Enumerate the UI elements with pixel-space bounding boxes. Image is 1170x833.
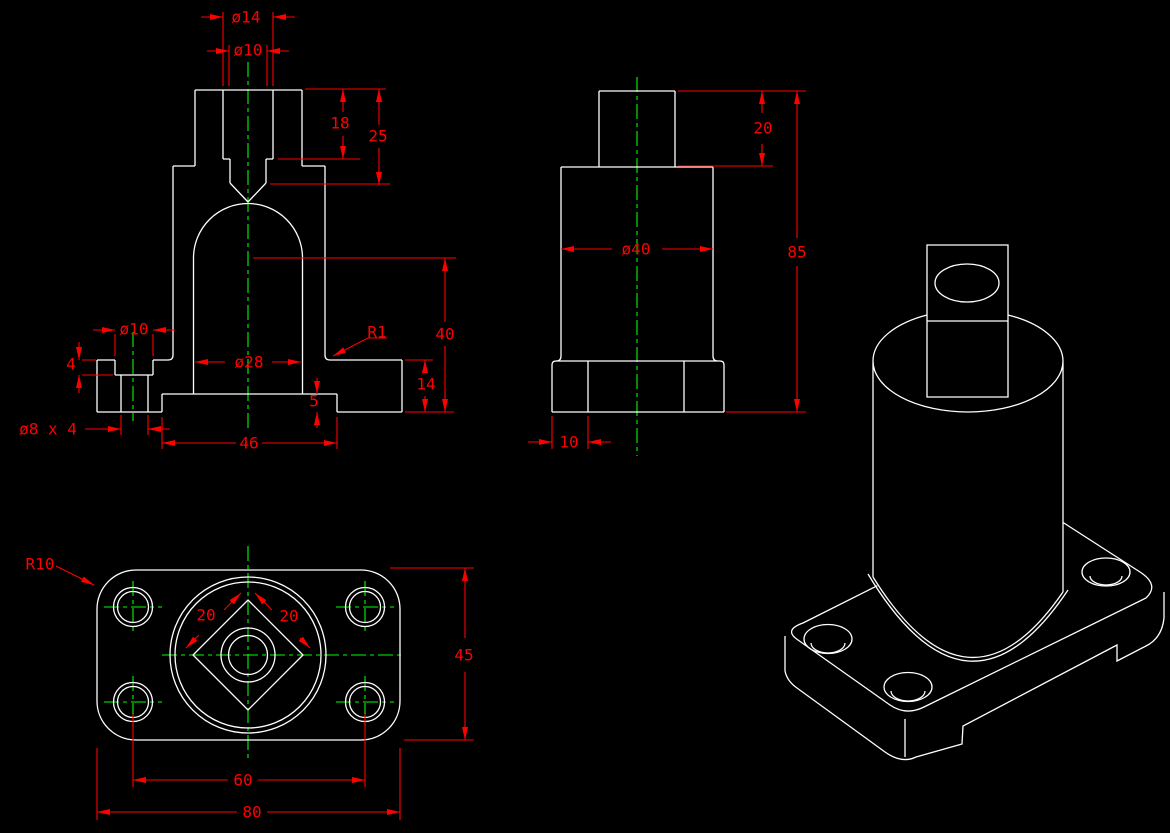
iso-hole-counterbore[interactable] (890, 690, 926, 702)
front-section-view[interactable]: ø14 ø10 18 25 ø10 4 ø8 x 4 ø28 R1 40 14 … (19, 8, 456, 453)
plan-center-hole-outer[interactable] (220, 627, 276, 683)
plan-cylinder-inner-circle[interactable] (174, 581, 322, 729)
leader-r10[interactable] (55, 565, 95, 586)
dim-dia28-label: ø28 (235, 353, 264, 372)
dim-5-label: 5 (309, 392, 319, 411)
dim-60-label: 60 (233, 771, 252, 790)
plan-boss-diamond[interactable] (192, 599, 304, 711)
front-top-hole[interactable] (222, 90, 274, 203)
dim-20R-arrow-top[interactable] (254, 592, 273, 611)
plan-extension-lines[interactable] (96, 567, 474, 820)
iso-hole-counterbore[interactable] (1089, 575, 1123, 586)
side-view[interactable]: 20 85 ø40 10 (528, 77, 807, 456)
dim-85-label: 85 (787, 243, 806, 262)
leader-r1[interactable] (332, 337, 387, 357)
isometric-view[interactable] (784, 244, 1165, 761)
plan-hole-centerlines[interactable] (104, 581, 394, 728)
dim-4-label: 4 (66, 355, 76, 374)
dim-r10-label: R10 (26, 555, 55, 574)
front-dome-bore[interactable] (192, 202, 304, 394)
dim-20s-label: 20 (753, 119, 772, 138)
iso-cylinder-fill (873, 361, 1063, 637)
front-outline[interactable] (96, 89, 403, 413)
iso-hole-outer[interactable] (803, 623, 853, 655)
iso-hole-outer[interactable] (883, 671, 933, 703)
corner-hole-outer[interactable] (112, 586, 154, 628)
dim-40-label: 40 (435, 325, 454, 344)
plan-cylinder-circle[interactable] (169, 576, 327, 734)
iso-flange-bottom-edges[interactable] (784, 592, 1165, 761)
corner-hole-inner[interactable] (348, 590, 382, 624)
dim-25-label: 25 (368, 127, 387, 146)
dim-18-label: 18 (330, 114, 349, 133)
corner-hole-inner[interactable] (116, 590, 150, 624)
plan-center-hole-inner[interactable] (227, 634, 269, 676)
dim-20L-arrow-top[interactable] (223, 592, 242, 611)
dim-r1-label: R1 (367, 323, 386, 342)
iso-boss-hole[interactable] (934, 263, 1000, 303)
dim-45-label: 45 (454, 646, 473, 665)
corner-hole-outer[interactable] (344, 586, 386, 628)
dim-dia40-label: ø40 (622, 240, 651, 259)
iso-cylinder[interactable] (867, 314, 1069, 662)
plan-outline[interactable] (96, 569, 401, 741)
plan-view[interactable]: R10 20 20 45 60 80 (26, 546, 474, 822)
iso-boss[interactable] (926, 244, 1009, 398)
dim-dia14-label: ø14 (232, 8, 261, 27)
dim-dia10cb-label: ø10 (120, 320, 149, 339)
iso-hole-outer[interactable] (1081, 557, 1131, 587)
iso-flange-holes[interactable] (803, 557, 1131, 703)
dim-dia10-label: ø10 (234, 41, 263, 60)
side-outline[interactable] (551, 90, 725, 413)
dim-dia8x4-label: ø8 x 4 (19, 420, 77, 439)
front-extension-lines[interactable] (82, 12, 456, 449)
dim-20L-label: 20 (196, 606, 215, 625)
dim-20L-arrow-bottom[interactable] (185, 634, 200, 649)
dim-80-label: 80 (242, 803, 261, 822)
dim-14-label: 14 (416, 375, 435, 394)
dim-20R-arrow-bottom[interactable] (298, 636, 311, 649)
dim-46-label: 46 (239, 434, 258, 453)
dim-10-label: 10 (559, 433, 578, 452)
dim-20R-label: 20 (279, 607, 298, 626)
iso-hole-counterbore[interactable] (810, 642, 846, 654)
side-extension-lines[interactable] (551, 90, 806, 449)
